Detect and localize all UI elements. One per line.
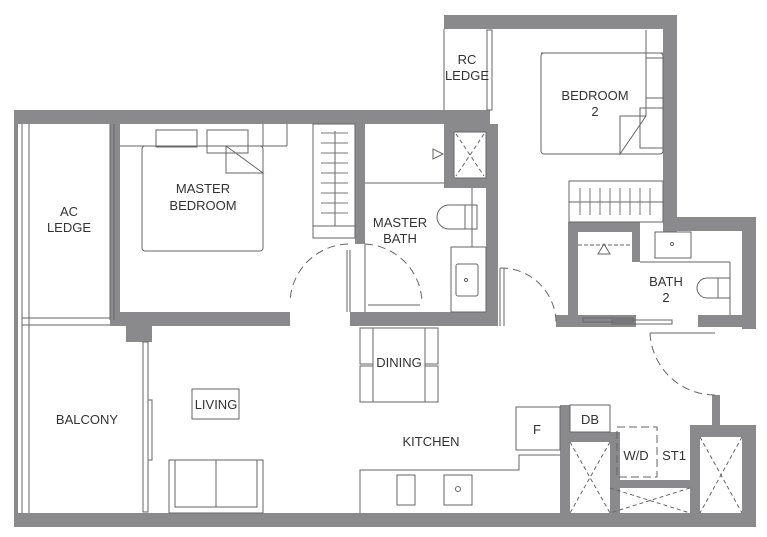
label-db: DB [581,412,599,427]
label-living: LIVING [195,397,238,412]
label-wd: W/D [623,448,648,463]
walls [14,15,756,527]
label-balcony: BALCONY [56,412,118,427]
label-dining: DINING [376,355,422,370]
label-fridge: F [533,422,541,437]
fixtures [21,29,743,514]
label-kitchen: KITCHEN [402,434,459,449]
label-st1: ST1 [662,448,686,463]
